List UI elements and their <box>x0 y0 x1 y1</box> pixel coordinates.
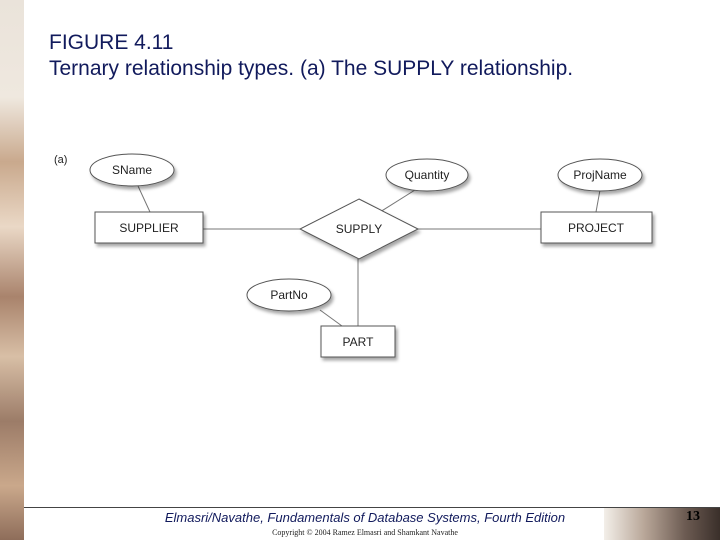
footer-decorative-bar <box>604 508 720 540</box>
attribute-quantity <box>385 158 469 192</box>
footer-book-title: Elmasri/Navathe, Fundamentals of Databas… <box>164 510 566 525</box>
page-number: 13 <box>686 509 700 524</box>
line-partno-part <box>319 309 343 327</box>
line-sname-supplier <box>137 185 151 213</box>
slide-title: FIGURE 4.11 Ternary relationship types. … <box>49 30 573 82</box>
entity-project <box>540 211 653 244</box>
attribute-sname <box>89 153 175 187</box>
relationship-supply <box>298 198 420 260</box>
footer-copyright: Copyright © 2004 Ramez Elmasri and Shamk… <box>272 528 458 537</box>
line-quantity-supply <box>379 189 416 213</box>
attribute-partno-label: PartNo <box>270 288 308 302</box>
attribute-quantity-label: Quantity <box>405 168 450 182</box>
figure-caption: Ternary relationship types. (a) The SUPP… <box>49 57 574 80</box>
line-projname-project <box>595 189 601 213</box>
entity-supplier <box>94 211 204 244</box>
entity-part-label: PART <box>343 335 375 349</box>
attribute-partno <box>246 278 332 312</box>
er-diagram: (a) SName Quantity ProjName PartNo SUPPL… <box>54 153 653 358</box>
attribute-sname-label: SName <box>112 163 152 177</box>
figure-number: FIGURE 4.11 <box>49 31 174 54</box>
entity-part <box>320 325 396 358</box>
attribute-projname <box>557 158 643 192</box>
relationship-supply-label: SUPPLY <box>336 222 382 236</box>
entity-project-label: PROJECT <box>568 221 625 235</box>
entity-supplier-label: SUPPLIER <box>119 221 179 235</box>
attribute-projname-label: ProjName <box>573 168 627 182</box>
part-label: (a) <box>54 154 67 166</box>
footer-divider <box>24 507 720 508</box>
decorative-side-strip <box>0 0 24 540</box>
connectors <box>137 185 601 327</box>
